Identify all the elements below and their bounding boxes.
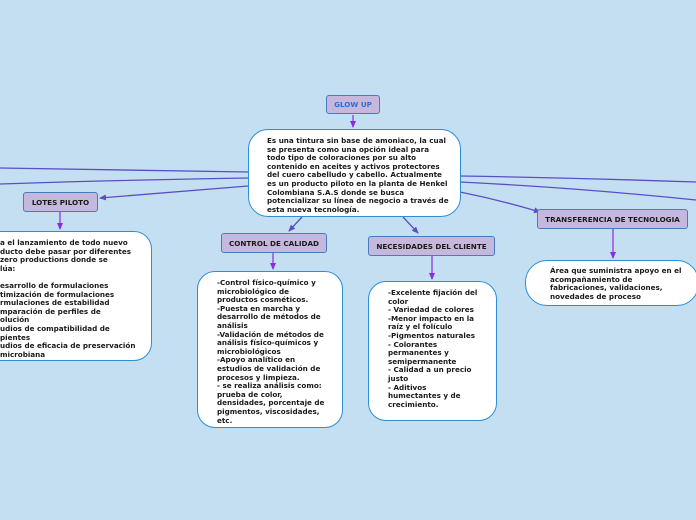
connector-central-necesidades	[402, 216, 419, 234]
connector-central-transferencia	[459, 191, 541, 214]
lotes-piloto-note[interactable]: a el lanzamiento de todo nuevo ducto deb…	[0, 231, 152, 361]
connector-central-lotes	[99, 185, 249, 201]
connector-right-offscreen-2	[459, 181, 696, 201]
connector-left-offscreen-2	[0, 177, 249, 185]
connector-central-control	[288, 216, 303, 232]
root-topic[interactable]: GLOW UP	[326, 95, 380, 114]
connector-left-offscreen-1	[0, 167, 249, 173]
topic-control-de-calidad[interactable]: CONTROL DE CALIDAD	[221, 233, 327, 253]
connector-right-offscreen-1	[459, 175, 696, 183]
necesidades-del-cliente-note[interactable]: -Excelente fijación del color - Variedad…	[368, 281, 497, 421]
topic-lotes-piloto[interactable]: LOTES PILOTO	[23, 192, 98, 212]
topic-transferencia-de-tecnologia[interactable]: TRANSFERENCIA DE TECNOLOGIA	[537, 209, 688, 229]
control-de-calidad-note[interactable]: -Control físico-químico y microbiológico…	[197, 271, 343, 428]
central-note[interactable]: Es una tintura sin base de amoniaco, la …	[248, 129, 461, 217]
topic-necesidades-del-cliente[interactable]: NECESIDADES DEL CLIENTE	[368, 236, 495, 256]
transferencia-note[interactable]: Área que suministra apoyo en el acompaña…	[525, 260, 696, 306]
